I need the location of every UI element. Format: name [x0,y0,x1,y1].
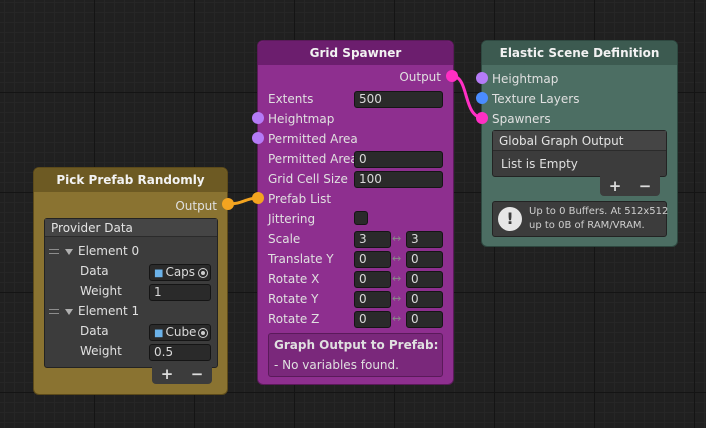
elastic-scene-definition-node[interactable]: Elastic Scene Definition Heightmap Textu… [481,40,678,247]
list-empty-text: List is Empty [501,157,578,171]
provider-data-header: Provider Data [45,219,217,237]
element-1-data-label: Data [80,324,109,338]
global-output-add-button[interactable]: + [608,177,622,195]
jittering-checkbox[interactable] [354,211,368,225]
element-0-drag-handle[interactable] [49,249,59,254]
grid-cell-size-field[interactable]: 100 [354,171,443,188]
rotate-x-max-field[interactable]: 0 [406,271,443,288]
grid-spawner-title-text: Grid Spawner [309,46,402,60]
memory-info-line-1: Up to 0 Buffers. At 512x512 [529,206,669,217]
element-1-object-picker-icon[interactable] [198,328,208,338]
element-0-weight-field[interactable]: 1 [149,284,211,301]
rotate-x-label: Rotate X [268,272,320,286]
element-1-label: Element 1 [78,304,140,318]
scale-label: Scale [268,232,301,246]
element-0-data-field[interactable]: ■Caps [149,264,211,281]
rotate-z-range-arrow-icon: ↔ [392,312,402,325]
element-0-weight-label: Weight [80,284,122,298]
elastic-spawners-label: Spawners [492,112,551,126]
grid-spawner-output-port[interactable] [446,70,458,82]
jittering-label: Jittering [268,212,316,226]
extents-field[interactable]: 500 [354,91,443,108]
scale-min-field[interactable]: 3 [354,231,391,248]
element-1-expand-triangle-icon[interactable] [65,309,73,315]
grid-spawner-node[interactable]: Grid Spawner Output Extents 500 Heightma… [257,40,454,385]
graph-output-title: Graph Output to Prefab: [274,338,439,352]
rotate-y-range-arrow-icon: ↔ [392,292,402,305]
element-0-object-picker-icon[interactable] [198,268,208,278]
translate-y-min-field[interactable]: 0 [354,251,391,268]
rotate-z-label: Rotate Z [268,312,320,326]
grid-spawner-title[interactable]: Grid Spawner [258,41,453,65]
elastic-texture-layers-port[interactable] [476,92,488,104]
grid-cell-size-label: Grid Cell Size [268,172,348,186]
permitted-area-label: Permitted Area [268,152,358,166]
rotate-z-max-field[interactable]: 0 [406,311,443,328]
element-1-weight-field[interactable]: 0.5 [149,344,211,361]
scale-range-arrow-icon: ↔ [392,232,402,245]
element-0-label: Element 0 [78,244,140,258]
heightmap-input-port[interactable] [252,112,264,124]
pick-prefab-title[interactable]: Pick Prefab Randomly [34,168,227,192]
element-1-drag-handle[interactable] [49,309,59,314]
pick-prefab-randomly-node[interactable]: Pick Prefab Randomly Output Provider Dat… [33,167,228,395]
pick-prefab-output-port[interactable] [222,198,234,210]
scale-max-field[interactable]: 3 [406,231,443,248]
graph-output-message: - No variables found. [274,358,399,372]
prefab-list-input-port[interactable] [252,192,264,204]
heightmap-port-label: Heightmap [268,112,335,126]
grid-spawner-output-label: Output [399,70,441,84]
extents-label: Extents [268,92,314,106]
rotate-x-range-arrow-icon: ↔ [392,272,402,285]
pick-prefab-output-label: Output [175,199,217,213]
global-graph-output-title: Global Graph Output [499,134,624,148]
provider-data-title: Provider Data [51,221,133,235]
permitted-area-input-port[interactable] [252,132,264,144]
provider-remove-button[interactable]: − [190,365,204,383]
memory-info-line-2: up to 0B of RAM/VRAM. [529,220,645,231]
rotate-y-min-field[interactable]: 0 [354,291,391,308]
cube-icon: ■ [154,328,164,339]
translate-y-max-field[interactable]: 0 [406,251,443,268]
elastic-spawners-port[interactable] [476,112,488,124]
global-output-remove-button[interactable]: − [638,177,652,195]
provider-add-button[interactable]: + [160,365,174,383]
elastic-title-text: Elastic Scene Definition [499,46,660,60]
element-1-data-value: Cube [165,325,197,339]
exclamation-icon: ! [498,207,522,231]
permitted-area-port-label: Permitted Area [268,132,358,146]
element-0-expand-triangle-icon[interactable] [65,249,73,255]
rotate-y-max-field[interactable]: 0 [406,291,443,308]
permitted-area-field[interactable]: 0 [354,151,443,168]
rotate-x-min-field[interactable]: 0 [354,271,391,288]
memory-info-box: ! Up to 0 Buffers. At 512x512 up to 0B o… [492,201,669,237]
element-1-weight-label: Weight [80,344,122,358]
global-graph-output-panel: Global Graph Output List is Empty [492,130,667,177]
global-graph-output-header: Global Graph Output [493,131,666,151]
translate-y-range-arrow-icon: ↔ [392,252,402,265]
provider-data-panel: Provider Data Element 0 Data ■Caps Weigh… [44,218,218,368]
cube-icon: ■ [154,268,164,279]
provider-list-controls: + − [152,364,212,384]
elastic-heightmap-label: Heightmap [492,72,559,86]
rotate-y-label: Rotate Y [268,292,319,306]
rotate-z-min-field[interactable]: 0 [354,311,391,328]
graph-output-to-prefab-panel: Graph Output to Prefab: - No variables f… [268,333,443,377]
element-0-data-value: Caps [165,265,196,279]
elastic-heightmap-port[interactable] [476,72,488,84]
element-0-data-label: Data [80,264,109,278]
element-1-data-field[interactable]: ■Cube [149,324,211,341]
pick-prefab-title-text: Pick Prefab Randomly [56,173,205,187]
elastic-texture-layers-label: Texture Layers [492,92,580,106]
translate-y-label: Translate Y [268,252,334,266]
global-output-list-controls: + − [600,176,660,196]
prefab-list-port-label: Prefab List [268,192,332,206]
elastic-title[interactable]: Elastic Scene Definition [482,41,677,65]
